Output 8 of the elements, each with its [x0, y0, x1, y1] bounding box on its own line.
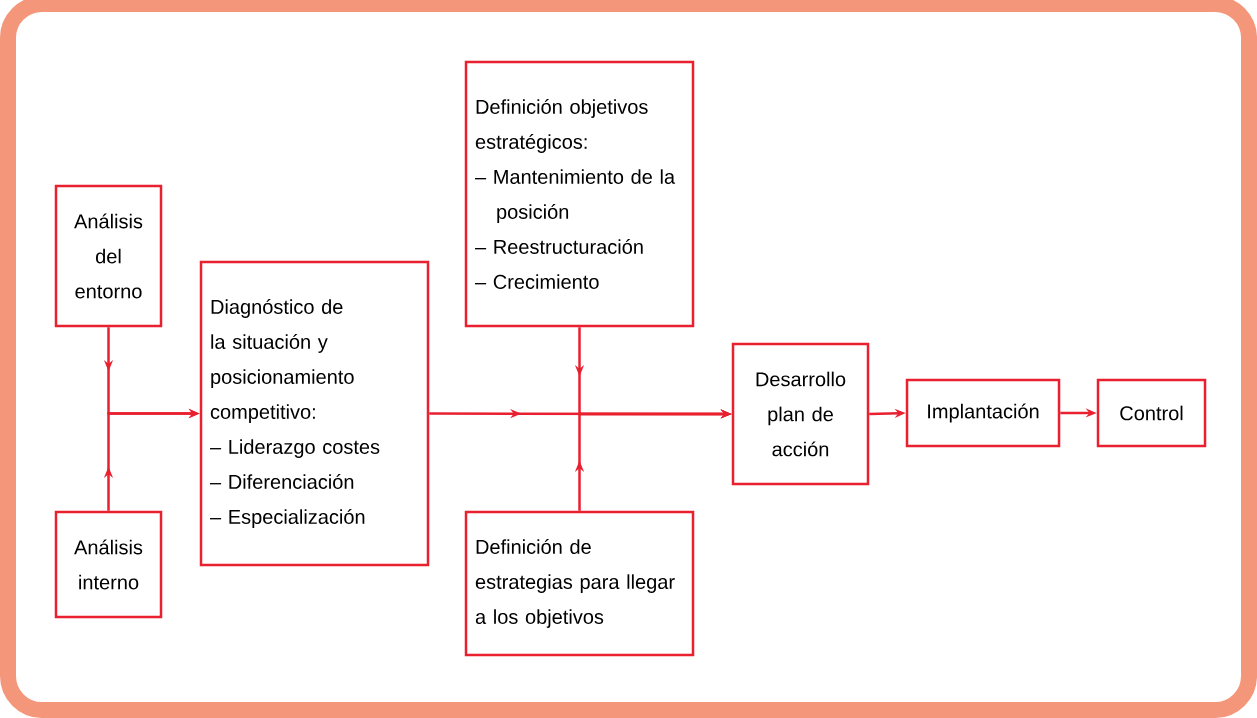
process-box: Control	[1096, 378, 1207, 448]
process-box: Definición objetivos estratégicos: – Mantenimiento de la posición – Reestructuración – Crecimiento	[464, 60, 695, 328]
process-box: Desarrollo plan de acción	[731, 342, 870, 486]
process-box: Implantación	[905, 378, 1061, 448]
process-box: Diagnóstico de la situación y posicionamiento competitivo: – Liderazgo costes – Diferenciación – Especialización	[199, 260, 430, 567]
process-box: Análisis interno	[54, 510, 163, 619]
process-box: Análisis del entorno	[54, 184, 163, 328]
process-box: Definición de estrategias para llegar a los objetivos	[464, 510, 695, 657]
